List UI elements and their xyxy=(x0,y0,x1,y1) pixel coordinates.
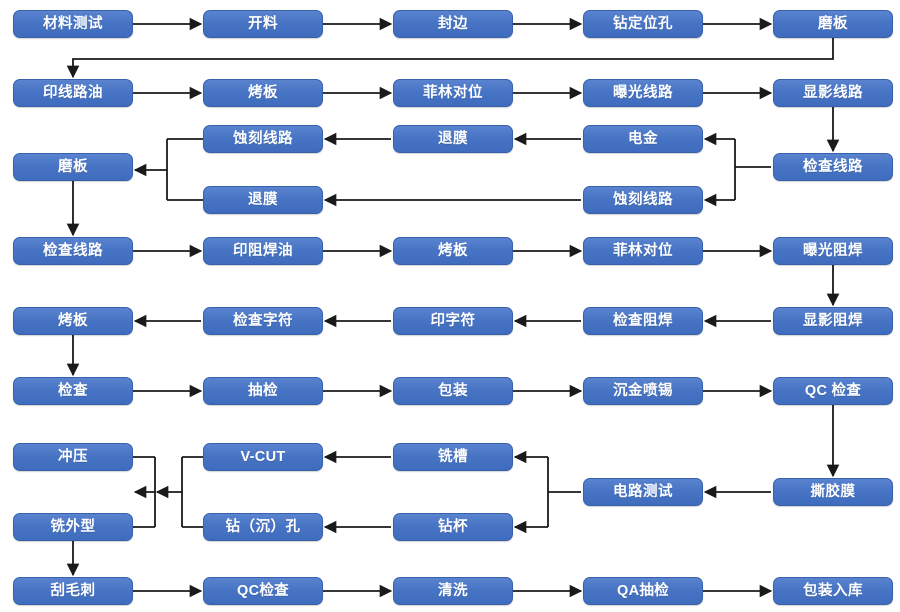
process-node-n25[interactable]: 印字符 xyxy=(393,307,513,335)
process-node-n4[interactable]: 钻定位孔 xyxy=(583,10,703,38)
process-node-n40[interactable]: 钻杯 xyxy=(393,513,513,541)
process-node-n9[interactable]: 曝光线路 xyxy=(583,79,703,107)
process-node-n2[interactable]: 开料 xyxy=(203,10,323,38)
process-node-n27[interactable]: 显影阻焊 xyxy=(773,307,893,335)
process-node-n5[interactable]: 磨板 xyxy=(773,10,893,38)
process-node-n38[interactable]: 铣外型 xyxy=(13,513,133,541)
process-node-n14[interactable]: 检查线路 xyxy=(773,153,893,181)
process-node-n3[interactable]: 封边 xyxy=(393,10,513,38)
process-node-n45[interactable]: 包装入库 xyxy=(773,577,893,605)
process-node-n32[interactable]: QC 检查 xyxy=(773,377,893,405)
process-node-n13[interactable]: 电金 xyxy=(583,125,703,153)
process-node-n23[interactable]: 烤板 xyxy=(13,307,133,335)
process-node-n30[interactable]: 包装 xyxy=(393,377,513,405)
process-node-n24[interactable]: 检查字符 xyxy=(203,307,323,335)
process-node-n34[interactable]: V-CUT xyxy=(203,443,323,471)
process-node-n22[interactable]: 曝光阻焊 xyxy=(773,237,893,265)
process-node-n10[interactable]: 显影线路 xyxy=(773,79,893,107)
process-node-n15[interactable]: 磨板 xyxy=(13,153,133,181)
process-node-n18[interactable]: 检查线路 xyxy=(13,237,133,265)
process-node-n41[interactable]: 刮毛刺 xyxy=(13,577,133,605)
process-node-n36[interactable]: 电路测试 xyxy=(583,478,703,506)
process-node-n44[interactable]: QA抽检 xyxy=(583,577,703,605)
process-node-n6[interactable]: 印线路油 xyxy=(13,79,133,107)
process-node-n21[interactable]: 菲林对位 xyxy=(583,237,703,265)
process-node-n12[interactable]: 退膜 xyxy=(393,125,513,153)
process-node-n39[interactable]: 钻（沉）孔 xyxy=(203,513,323,541)
process-node-n16[interactable]: 退膜 xyxy=(203,186,323,214)
process-node-n35[interactable]: 铣槽 xyxy=(393,443,513,471)
process-node-n42[interactable]: QC检查 xyxy=(203,577,323,605)
process-node-n31[interactable]: 沉金喷锡 xyxy=(583,377,703,405)
process-node-n29[interactable]: 抽检 xyxy=(203,377,323,405)
process-node-n43[interactable]: 清洗 xyxy=(393,577,513,605)
process-node-n37[interactable]: 撕胶膜 xyxy=(773,478,893,506)
process-node-n8[interactable]: 菲林对位 xyxy=(393,79,513,107)
process-node-n11[interactable]: 蚀刻线路 xyxy=(203,125,323,153)
process-node-n26[interactable]: 检查阻焊 xyxy=(583,307,703,335)
process-node-n17[interactable]: 蚀刻线路 xyxy=(583,186,703,214)
process-node-n20[interactable]: 烤板 xyxy=(393,237,513,265)
process-node-n33[interactable]: 冲压 xyxy=(13,443,133,471)
process-node-n1[interactable]: 材料测试 xyxy=(13,10,133,38)
process-node-n28[interactable]: 检查 xyxy=(13,377,133,405)
process-node-n19[interactable]: 印阻焊油 xyxy=(203,237,323,265)
process-node-n7[interactable]: 烤板 xyxy=(203,79,323,107)
